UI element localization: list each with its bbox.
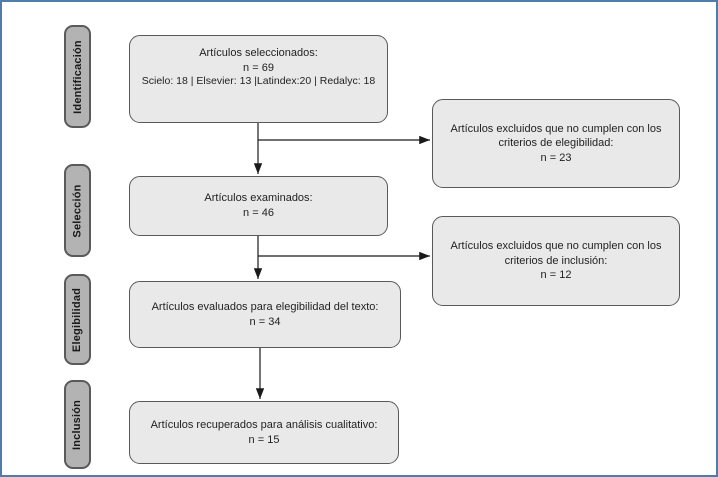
flow-box-title: Artículos examinados: — [204, 192, 313, 205]
exclusion-box-count: n = 23 — [540, 151, 572, 164]
stage-label-text: Inclusión — [71, 399, 84, 450]
flow-box-title: Artículos recuperados para análisis cual… — [150, 418, 378, 431]
flow-box-count: n = 69 — [243, 61, 274, 74]
exclusion-box-title: Artículos excluidos que no cumplen con l… — [450, 122, 662, 150]
flow-box-articles-selected: Artículos seleccionados: n = 69 Scielo: … — [129, 35, 388, 123]
stage-label-text: Identificación — [71, 39, 84, 114]
exclusion-box-count: n = 12 — [540, 269, 572, 282]
flow-box-count: n = 15 — [248, 433, 280, 446]
flow-box-source-breakdown: Scielo: 18 | Elsevier: 13 |Latindex:20 |… — [141, 75, 376, 88]
stage-label-text: Selección — [71, 183, 84, 238]
stage-label-seleccion: Selección — [64, 164, 91, 257]
exclusion-box-title: Artículos excluidos que no cumplen con l… — [450, 240, 662, 267]
flow-box-count: n = 46 — [243, 207, 274, 219]
exclusion-box-eligibility: Artículos excluidos que no cumplen con l… — [432, 99, 680, 188]
exclusion-box-inclusion: Artículos excluidos que no cumplen con l… — [432, 216, 680, 306]
stage-label-text: Elegibilidad — [71, 287, 84, 352]
stage-label-inclusion: Inclusión — [64, 380, 91, 469]
stage-label-identificacion: Identificación — [64, 25, 91, 128]
flow-box-title: Artículos evaluados para elegibilidad de… — [151, 300, 379, 313]
flow-box-title: Artículos seleccionados: — [199, 47, 318, 59]
stage-label-elegibilidad: Elegibilidad — [64, 274, 91, 365]
flow-box-articles-assessed: Artículos evaluados para elegibilidad de… — [129, 281, 401, 348]
flow-box-articles-included: Artículos recuperados para análisis cual… — [129, 401, 399, 464]
flow-box-articles-screened: Artículos examinados: n = 46 — [129, 176, 388, 236]
flow-box-count: n = 34 — [249, 315, 281, 328]
